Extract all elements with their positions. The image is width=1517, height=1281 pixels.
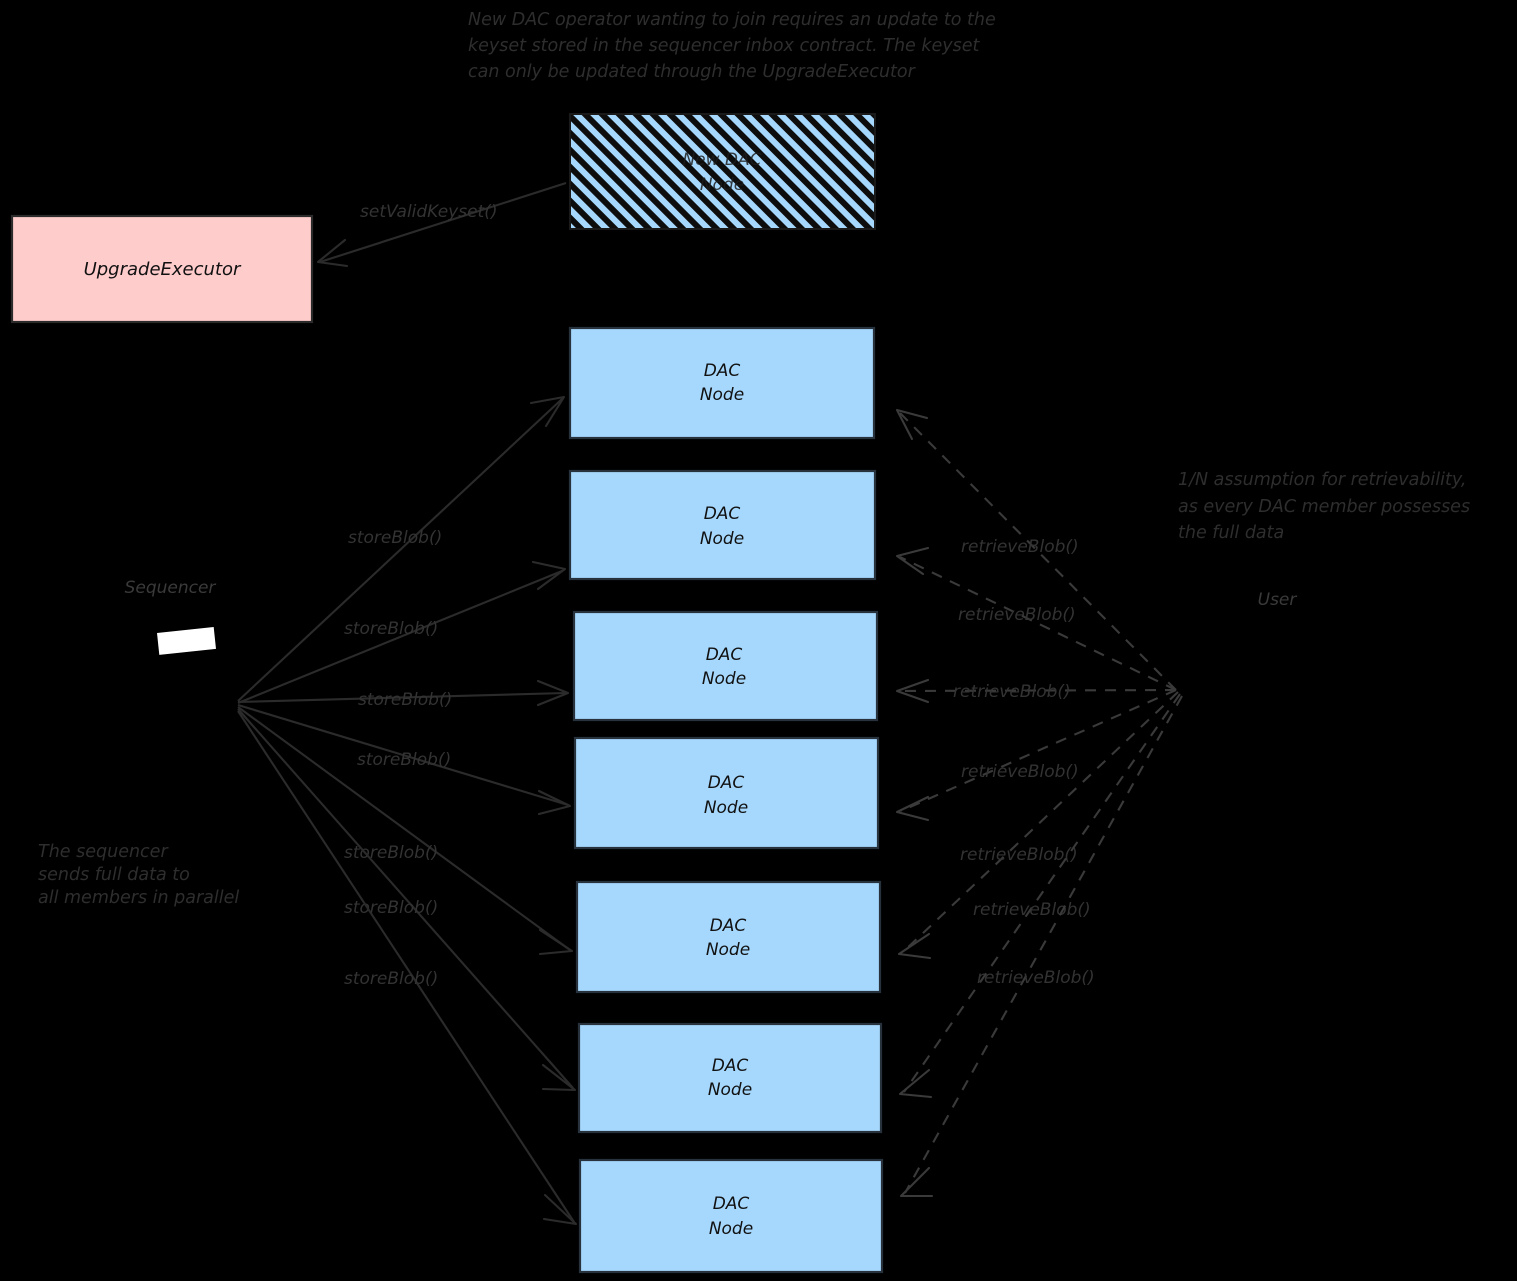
dac-node-6[interactable]: DAC Node xyxy=(577,1022,883,1134)
dac-node-1-rect xyxy=(568,326,876,440)
top-annotation-line-1: New DAC operator wanting to join require… xyxy=(468,10,996,30)
edge-label-store-blob-6: storeBlob() xyxy=(344,898,438,918)
right-annotation: 1/N assumption for retrievability, as ev… xyxy=(1178,470,1470,543)
dac-node-3-label-line1: DAC xyxy=(706,645,743,665)
new-dac-node-label-line1: New DAC xyxy=(682,150,761,170)
right-annotation-line-2: as every DAC member possesses xyxy=(1178,497,1470,517)
new-dac-node-box[interactable]: New DAC Node xyxy=(569,113,876,230)
dac-node-3-rect xyxy=(572,610,879,722)
edge-label-store-blob-7: storeBlob() xyxy=(344,969,438,989)
sequencer-glyph xyxy=(157,627,216,655)
edge-store-blob-5: storeBlob() xyxy=(237,706,574,956)
edge-retrieve-blob-3: retrieveBlob() xyxy=(895,678,1177,704)
right-annotation-line-1: 1/N assumption for retrievability, xyxy=(1178,470,1466,490)
dac-node-2-label-line2: Node xyxy=(700,529,744,549)
edge-store-blob-1: storeBlob() xyxy=(237,395,566,702)
dac-node-7-rect xyxy=(578,1158,884,1274)
edge-label-retrieve-blob-3: retrieveBlob() xyxy=(953,682,1071,702)
edge-store-blob-7: storeBlob() xyxy=(237,710,578,1226)
dac-node-4-label-line1: DAC xyxy=(708,773,745,793)
edge-label-retrieve-blob-1: retrieveBlob() xyxy=(961,537,1079,557)
upgrade-executor-rect xyxy=(10,214,314,324)
dac-node-2[interactable]: DAC Node xyxy=(568,469,877,581)
left-annotation-line-2: sends full data to xyxy=(38,865,190,885)
edge-retrieve-blob-4: retrieveBlob() xyxy=(895,689,1177,822)
dac-node-4-rect xyxy=(573,736,880,850)
dac-node-5-label-line2: Node xyxy=(706,940,750,960)
edge-retrieve-blob-2: retrieveBlob() xyxy=(895,546,1177,691)
edge-store-blob-2: storeBlob() xyxy=(237,560,567,704)
sequencer-actor[interactable]: Sequencer xyxy=(125,578,217,655)
dac-node-1-label-line2: Node xyxy=(700,385,744,405)
dac-node-7-label-line1: DAC xyxy=(713,1194,750,1214)
edge-set-valid-keyset: setValidKeyset() xyxy=(316,182,567,268)
dac-node-7-label-line2: Node xyxy=(709,1219,753,1239)
dac-node-6-label-line1: DAC xyxy=(712,1056,749,1076)
dac-node-4-label-line2: Node xyxy=(704,798,748,818)
edge-label-store-blob-3: storeBlob() xyxy=(358,690,452,710)
top-annotation-line-3: can only be updated through the UpgradeE… xyxy=(468,62,917,82)
edge-label-retrieve-blob-4: retrieveBlob() xyxy=(961,762,1079,782)
dac-node-5-label-line1: DAC xyxy=(710,916,747,936)
user-label: User xyxy=(1258,590,1298,610)
upgrade-executor-box[interactable]: UpgradeExecutor xyxy=(10,214,314,324)
dac-node-1-label-line1: DAC xyxy=(704,361,741,381)
dac-node-3-label-line2: Node xyxy=(702,669,746,689)
left-annotation: The sequencer sends full data to all mem… xyxy=(38,842,239,908)
dac-node-7[interactable]: DAC Node xyxy=(578,1158,884,1274)
dac-node-2-label-line1: DAC xyxy=(704,504,741,524)
edge-label-retrieve-blob-5: retrieveBlob() xyxy=(960,845,1078,865)
new-dac-node-rect xyxy=(569,113,876,230)
edge-store-blob-6: storeBlob() xyxy=(237,708,577,1092)
edge-retrieve-blob-7: retrieveBlob() xyxy=(899,695,1183,1198)
edge-label-store-blob-2: storeBlob() xyxy=(344,619,438,639)
edge-label-retrieve-blob-7: retrieveBlob() xyxy=(977,968,1095,988)
right-annotation-line-3: the full data xyxy=(1178,523,1284,543)
edge-retrieve-blob-6: retrieveBlob() xyxy=(898,693,1181,1099)
edge-label-store-blob-5: storeBlob() xyxy=(344,843,438,863)
user-actor[interactable]: User xyxy=(1258,590,1298,610)
dac-node-3[interactable]: DAC Node xyxy=(572,610,879,722)
dac-node-5[interactable]: DAC Node xyxy=(575,880,882,994)
edge-label-store-blob-4: storeBlob() xyxy=(357,750,451,770)
left-annotation-line-3: all members in parallel xyxy=(38,888,239,908)
dac-node-4[interactable]: DAC Node xyxy=(573,736,880,850)
edge-label-retrieve-blob-6: retrieveBlob() xyxy=(973,900,1091,920)
edge-retrieve-blob-1: retrieveBlob() xyxy=(895,408,1177,691)
edge-label-retrieve-blob-2: retrieveBlob() xyxy=(958,605,1076,625)
dac-node-6-label-line2: Node xyxy=(708,1080,752,1100)
edge-store-blob-4: storeBlob() xyxy=(237,703,572,816)
new-dac-node-label-line2: Node xyxy=(700,175,744,195)
upgrade-executor-label: UpgradeExecutor xyxy=(84,259,242,280)
dac-node-2-rect xyxy=(568,469,877,581)
dac-node-1[interactable]: DAC Node xyxy=(568,326,876,440)
edge-store-blob-3: storeBlob() xyxy=(237,679,570,710)
edge-label-store-blob-1: storeBlob() xyxy=(348,528,442,548)
left-annotation-line-1: The sequencer xyxy=(38,842,169,862)
edge-retrieve-blob-5: retrieveBlob() xyxy=(897,691,1179,960)
dac-node-6-rect xyxy=(577,1022,883,1134)
top-annotation: New DAC operator wanting to join require… xyxy=(468,10,996,82)
top-annotation-line-2: keyset stored in the sequencer inbox con… xyxy=(468,36,981,56)
dac-node-5-rect xyxy=(575,880,882,994)
edge-label-set-valid-keyset: setValidKeyset() xyxy=(360,202,498,222)
sequencer-label: Sequencer xyxy=(125,578,217,598)
